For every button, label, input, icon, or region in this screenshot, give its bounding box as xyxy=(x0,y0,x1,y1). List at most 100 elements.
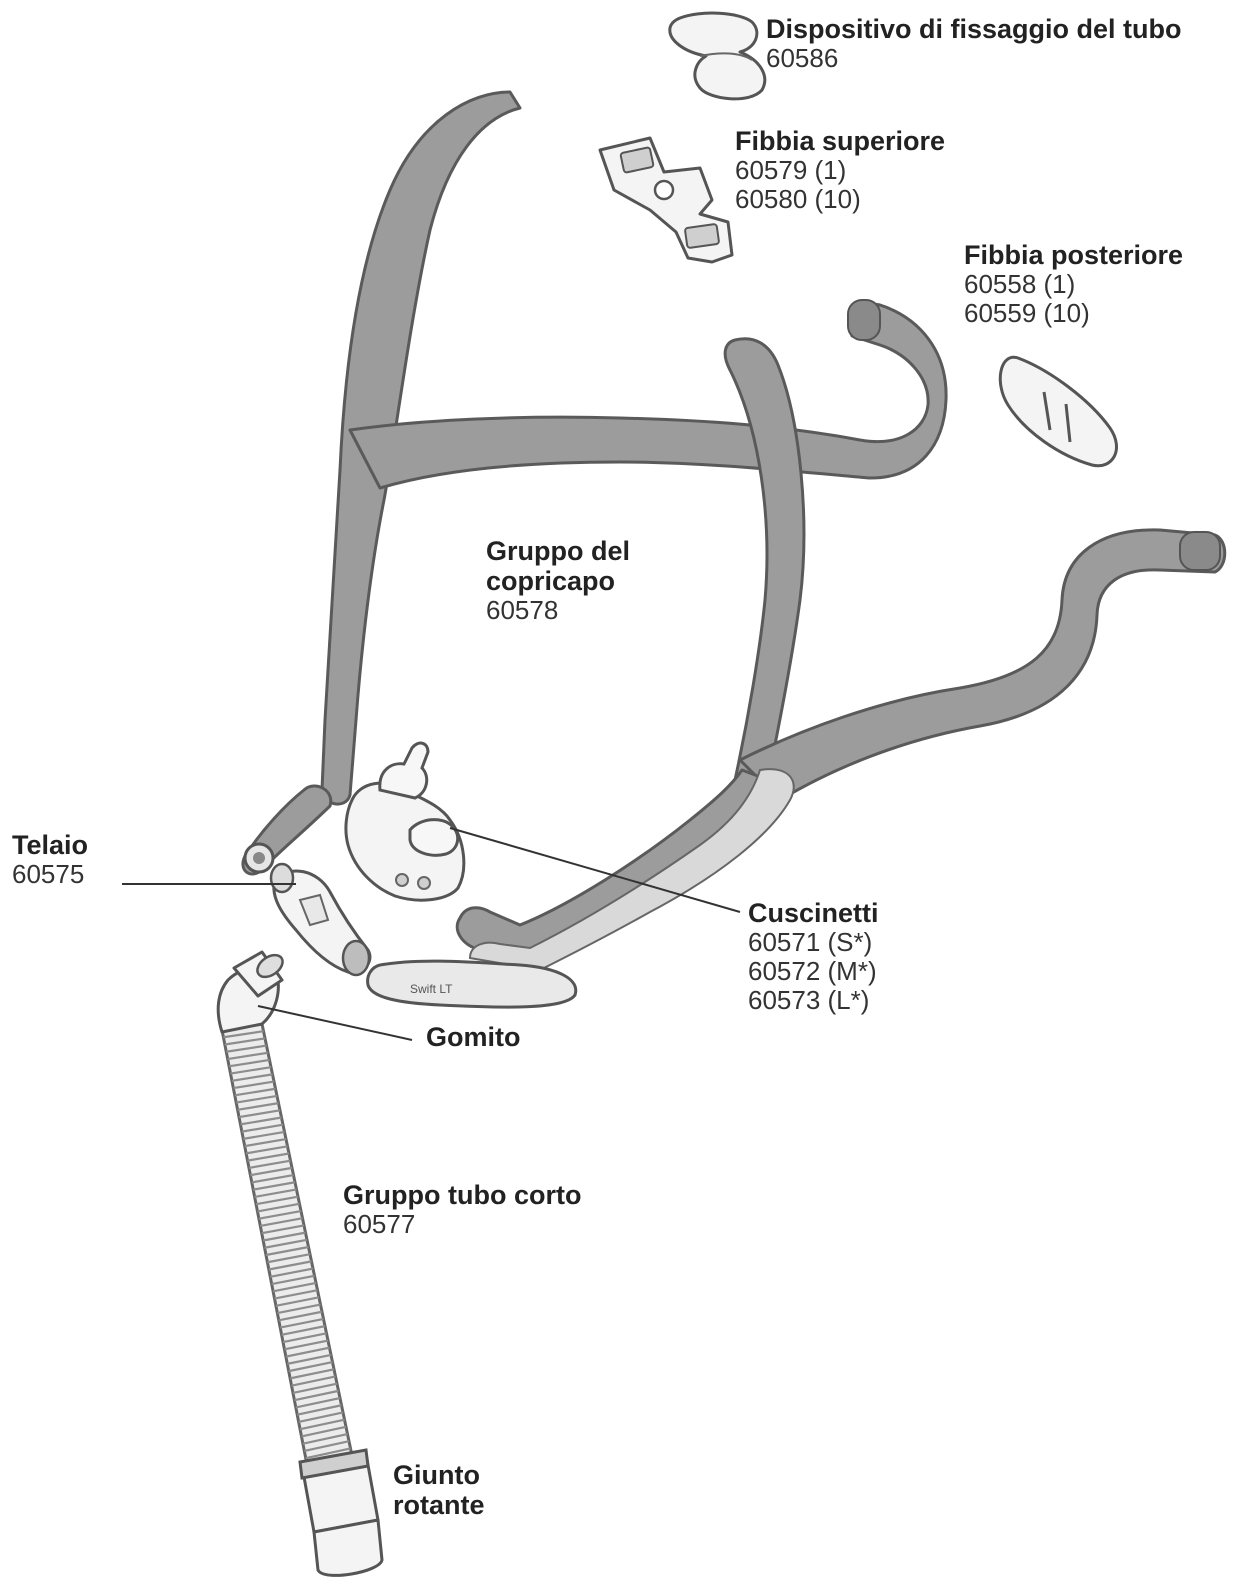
cushions-code-s: 60571 (S*) xyxy=(748,927,873,958)
label-tube-clip: Dispositivo di fissaggio del tubo 60586 xyxy=(766,14,1182,73)
tube-rib xyxy=(304,1440,350,1453)
tube-rib xyxy=(281,1325,326,1336)
tube-rib xyxy=(255,1195,299,1206)
label-top-buckle: Fibbia superiore 60579 (1) 60580 (10) xyxy=(735,126,945,214)
tube-rib xyxy=(302,1432,348,1445)
tube-rib xyxy=(299,1418,345,1431)
tube-clip-name: Dispositivo di fissaggio del tubo xyxy=(766,14,1182,44)
tube-rib xyxy=(292,1382,338,1394)
tube-rib xyxy=(241,1123,284,1133)
tube-rib xyxy=(248,1159,291,1169)
top-buckle-code-2: 60580 (10) xyxy=(735,184,861,215)
tube-rib xyxy=(277,1303,321,1315)
frame-code: 60575 xyxy=(12,859,85,890)
tube-rib xyxy=(270,1267,314,1278)
tube-rib xyxy=(305,1447,351,1460)
tube-rib xyxy=(227,1051,269,1061)
back-buckle-code-1: 60558 (1) xyxy=(964,269,1076,300)
tube-rib xyxy=(257,1202,300,1213)
tube-rib xyxy=(237,1102,279,1111)
back-buckle-illustration xyxy=(998,355,1118,468)
tube-rib xyxy=(224,1037,266,1046)
tube-rib xyxy=(234,1087,276,1097)
tube-rib xyxy=(254,1188,297,1199)
headgear-code: 60578 xyxy=(486,595,559,626)
tube-rib xyxy=(295,1396,341,1409)
tube-rib xyxy=(267,1253,311,1264)
tube-rib xyxy=(279,1317,324,1329)
tube-rib xyxy=(250,1166,293,1177)
cushion-stamp-text: Swift LT xyxy=(410,982,453,996)
tube-rib xyxy=(226,1044,267,1053)
tube-rib xyxy=(253,1181,296,1191)
frame-name: Telaio xyxy=(12,830,89,860)
label-headgear: Gruppo del copricapo 60578 xyxy=(486,536,630,626)
label-elbow: Gomito xyxy=(426,1022,521,1052)
tube-rib xyxy=(264,1238,308,1249)
frame-illustration xyxy=(269,862,372,977)
tube-rib xyxy=(247,1152,290,1162)
tube-rib xyxy=(265,1245,309,1257)
top-buckle-name: Fibbia superiore xyxy=(735,126,946,156)
tube-rib xyxy=(223,1030,264,1039)
tube-rib xyxy=(272,1281,317,1293)
tube-rib xyxy=(262,1231,306,1242)
tube-rib xyxy=(298,1411,344,1424)
tube-assembly-illustration xyxy=(216,950,384,1577)
tube-rib xyxy=(271,1274,315,1286)
elbow-name: Gomito xyxy=(426,1022,521,1052)
cushions-code-l: 60573 (L*) xyxy=(748,985,870,1016)
tube-rib xyxy=(230,1066,272,1075)
tube-rib xyxy=(240,1116,282,1126)
tube-rib xyxy=(238,1109,281,1119)
label-back-buckle: Fibbia posteriore 60558 (1) 60559 (10) xyxy=(964,240,1183,328)
tube-rib xyxy=(260,1217,303,1228)
back-buckle-code-2: 60559 (10) xyxy=(964,298,1090,329)
label-frame: Telaio 60575 xyxy=(12,830,88,889)
tube-rib xyxy=(282,1332,327,1344)
tube-rib xyxy=(274,1289,318,1300)
tube-rib xyxy=(245,1145,288,1155)
swivel-name-line1: Giunto xyxy=(393,1460,480,1490)
tube-rib xyxy=(244,1138,287,1148)
label-swivel: Giunto rotante xyxy=(393,1460,485,1520)
tube-rib xyxy=(231,1073,273,1082)
tube-rib xyxy=(284,1339,329,1351)
top-buckle-illustration xyxy=(598,136,734,264)
tube-rib xyxy=(285,1346,330,1358)
tube-rib xyxy=(251,1173,294,1184)
tube-rib xyxy=(294,1389,339,1402)
tube-clip-illustration xyxy=(668,11,767,101)
short-tube-name: Gruppo tubo corto xyxy=(343,1180,582,1210)
headgear-name-line1: Gruppo del xyxy=(486,536,630,566)
tube-rib xyxy=(278,1310,323,1322)
tube-rib xyxy=(291,1375,336,1387)
tube-clip-code: 60586 xyxy=(766,43,839,74)
tube-rib xyxy=(261,1224,305,1235)
cushions-code-m: 60572 (M*) xyxy=(748,956,877,987)
swivel-name-line2: rotante xyxy=(393,1490,485,1521)
back-buckle-name: Fibbia posteriore xyxy=(964,240,1184,270)
headgear-illustration: Swift LT xyxy=(241,90,1227,1009)
tube-rib xyxy=(236,1094,278,1104)
tube-rib xyxy=(243,1130,285,1140)
tube-rib xyxy=(275,1296,320,1307)
tube-rib xyxy=(296,1404,342,1416)
tube-rib xyxy=(233,1080,275,1090)
short-tube-code: 60577 xyxy=(343,1209,416,1240)
tube-rib xyxy=(258,1209,302,1220)
label-cushions: Cuscinetti 60571 (S*) 60572 (M*) 60573 (… xyxy=(748,898,879,1016)
cushion-illustration xyxy=(344,741,466,902)
leader-cushions xyxy=(449,827,741,913)
tube-rib xyxy=(301,1425,347,1438)
label-short-tube: Gruppo tubo corto 60577 xyxy=(343,1180,581,1239)
leader-elbow xyxy=(257,1005,413,1041)
cushions-name: Cuscinetti xyxy=(748,898,879,928)
tube-rib xyxy=(289,1368,335,1380)
tube-rib xyxy=(288,1361,333,1373)
tube-rib xyxy=(268,1260,312,1271)
headgear-name-line2: copricapo xyxy=(486,566,616,597)
tube-rib xyxy=(228,1058,270,1068)
